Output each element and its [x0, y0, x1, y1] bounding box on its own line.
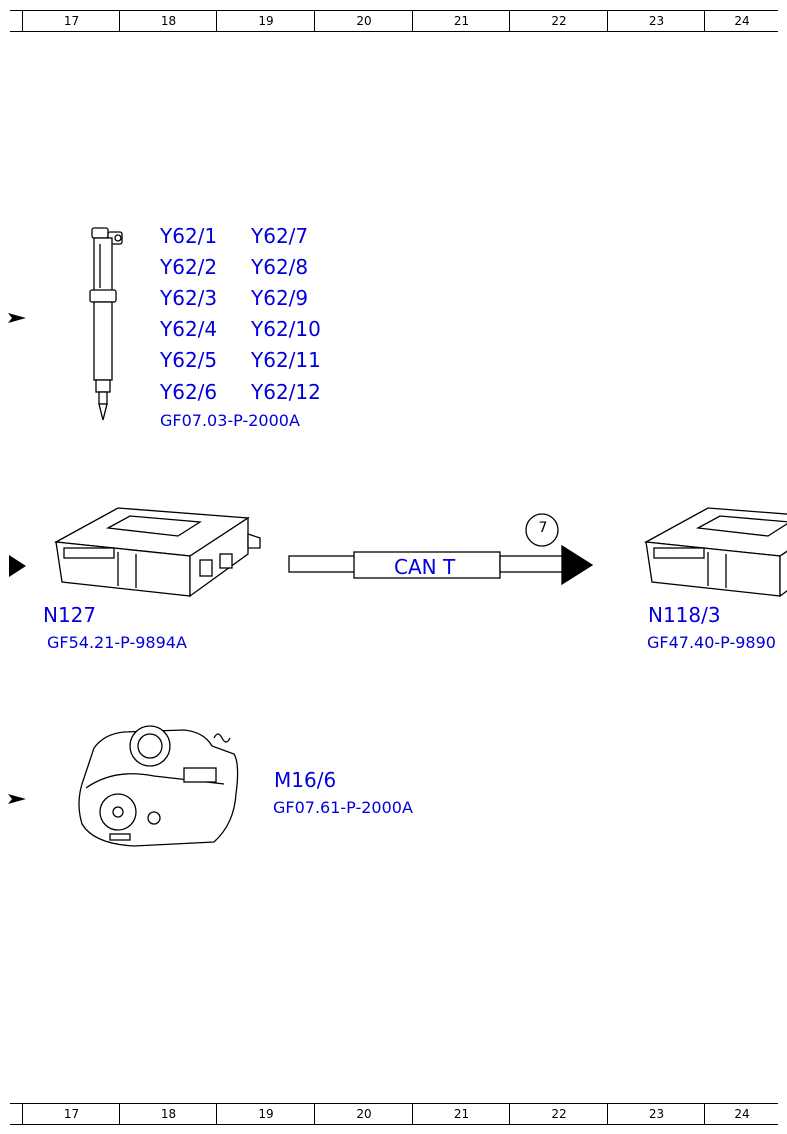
pointer-arrow-icon [9, 555, 26, 577]
ruler-col: 23 [607, 11, 705, 31]
ruler-col: 21 [412, 1104, 510, 1124]
ecu-left-doc-ref[interactable]: GF54.21-P-9894A [47, 633, 187, 652]
injector-code: Y62/6 [160, 380, 218, 404]
ruler-col: 17 [22, 11, 120, 31]
injector-code: Y62/4 [160, 317, 218, 341]
ruler-col: 21 [412, 11, 510, 31]
top-ruler: 17 18 19 20 21 22 23 24 [10, 10, 778, 32]
injector-doc-ref[interactable]: GF07.03-P-2000A [160, 411, 300, 430]
injector-code: Y62/11 [251, 348, 321, 372]
can-bus-line [288, 513, 594, 586]
injector-code: Y62/5 [160, 348, 218, 372]
throttle-doc-ref[interactable]: GF07.61-P-2000A [273, 798, 413, 817]
control-unit-icon [643, 507, 787, 598]
throttle-actuator-icon [78, 725, 239, 847]
pointer-arrow-icon [8, 794, 26, 804]
ruler-col: 24 [704, 1104, 779, 1124]
ruler-col: 19 [216, 11, 315, 31]
ruler-col: 22 [509, 11, 608, 31]
ecu-right-doc-ref[interactable]: GF47.40-P-9890 [647, 633, 776, 652]
injector-code: Y62/2 [160, 255, 218, 279]
pointer-arrow-icon [8, 313, 26, 323]
ruler-col: 20 [314, 1104, 413, 1124]
can-bus-label: CAN T [394, 555, 456, 579]
ruler-col: 18 [119, 1104, 217, 1124]
throttle-label: M16/6 [274, 768, 337, 792]
injector-code: Y62/8 [251, 255, 309, 279]
injector-code: Y62/7 [251, 224, 309, 248]
ruler-col: 20 [314, 11, 413, 31]
control-unit-icon [53, 507, 261, 598]
ecu-right-label: N118/3 [648, 603, 721, 627]
injector-icon [89, 227, 123, 421]
ecu-left-label: N127 [43, 603, 97, 627]
injector-code: Y62/1 [160, 224, 218, 248]
ruler-col: 24 [704, 11, 779, 31]
injector-code: Y62/3 [160, 286, 218, 310]
ruler-col: 19 [216, 1104, 315, 1124]
injector-code: Y62/9 [251, 286, 309, 310]
ruler-col: 23 [607, 1104, 705, 1124]
ruler-col: 17 [22, 1104, 120, 1124]
ruler-col: 18 [119, 11, 217, 31]
bottom-ruler: 17 18 19 20 21 22 23 24 [10, 1103, 778, 1125]
can-bus-circle-number: 7 [538, 520, 548, 536]
injector-code: Y62/10 [251, 317, 321, 341]
ruler-col: 22 [509, 1104, 608, 1124]
injector-code: Y62/12 [251, 380, 321, 404]
